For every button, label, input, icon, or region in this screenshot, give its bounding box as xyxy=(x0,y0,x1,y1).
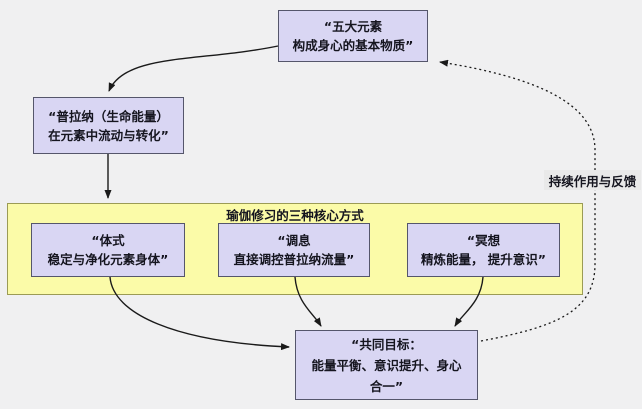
node-five-elements-line2: 构成身心的基本物质” xyxy=(292,38,414,53)
node-common-goal: “共同目标： 能量平衡、意识提升、身心 合一” xyxy=(295,330,478,400)
node-meditation: “冥想 精炼能量， 提升意识” xyxy=(407,223,560,277)
node-five-elements-line1: “五大元素 xyxy=(323,19,383,34)
node-asana: “体式 稳定与净化元素身体” xyxy=(31,223,185,277)
node-five-elements: “五大元素 构成身心的基本物质” xyxy=(278,10,428,62)
node-prana-line1: “普拉纳（生命能量） xyxy=(48,108,169,124)
node-pranayama: “调息 直接调控普拉纳流量” xyxy=(218,223,370,277)
node-meditation-line2: 精炼能量， 提升意识” xyxy=(420,252,547,267)
node-prana-line2: 在元素中流动与转化” xyxy=(48,127,169,143)
node-prana: “普拉纳（生命能量） 在元素中流动与转化” xyxy=(33,97,184,154)
arrow-feedback-goal-to-five xyxy=(439,59,596,342)
yoga-methods-title: 瑜伽修习的三种核心方式 xyxy=(226,208,364,223)
node-meditation-line1: “冥想 xyxy=(466,233,501,248)
node-pranayama-line2: 直接调控普拉纳流量” xyxy=(233,252,355,267)
node-pranayama-line1: “调息 xyxy=(277,233,311,248)
node-asana-line1: “体式 xyxy=(91,233,125,248)
feedback-label: 持续作用与反馈 xyxy=(544,170,641,190)
node-common-goal-line2: 能量平衡、意识提升、身心 xyxy=(311,357,462,373)
node-asana-line2: 稳定与净化元素身体” xyxy=(47,252,169,267)
arrow-five-to-prana xyxy=(108,45,279,92)
node-common-goal-line1: “共同目标： xyxy=(351,336,422,352)
node-common-goal-line3: 合一” xyxy=(369,378,404,394)
